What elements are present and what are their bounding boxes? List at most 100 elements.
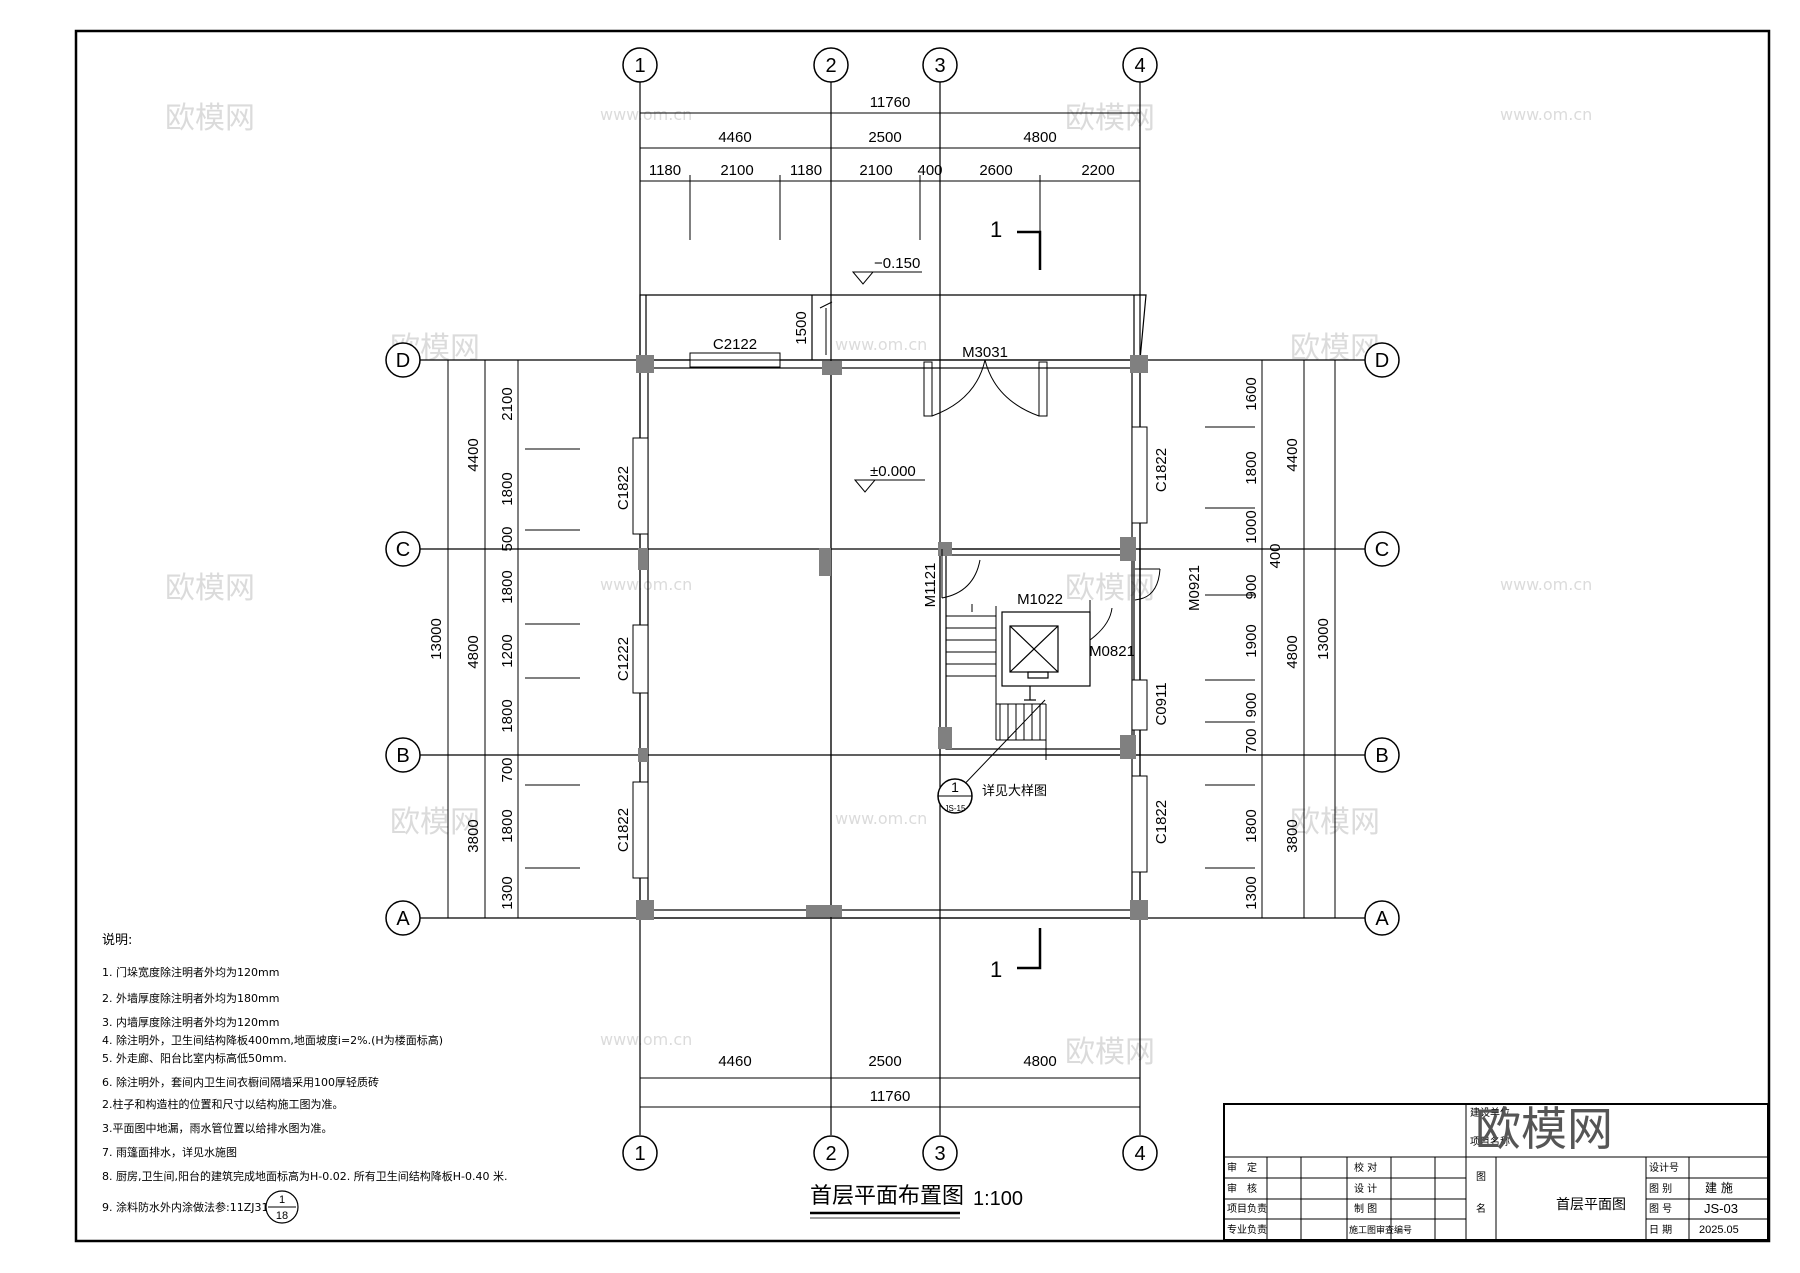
door-label: M1121 <box>922 563 939 608</box>
opening-labels: C2122 C1822 C1222 C1822 C1822 C0911 C182… <box>615 336 1203 852</box>
dim-left-total: 13000 <box>428 618 445 660</box>
dim-top-detail: 400 <box>917 162 942 179</box>
dim-right-detail: 1300 <box>1243 876 1260 909</box>
section-markers <box>1017 230 1042 970</box>
columns <box>636 355 1148 920</box>
dim-left-detail: 1800 <box>499 472 516 505</box>
door-label: M0821 <box>1089 643 1135 660</box>
tb-cell: 校 对 <box>1354 1161 1377 1174</box>
watermark-url: www.om.cn <box>600 1030 692 1049</box>
title-block <box>1223 1103 1769 1241</box>
dim-left-mid: 3800 <box>465 819 482 852</box>
watermark-brand: 欧模网 <box>165 571 255 606</box>
dim-top-mid: 4800 <box>1023 129 1056 146</box>
notes-heading: 说明: <box>102 933 132 948</box>
drawing-title: 首层平面布置图 1:100 <box>810 1184 1023 1219</box>
dim-top-total: 11760 <box>870 94 911 111</box>
watermark-url: www.om.cn <box>835 335 927 354</box>
watermark-url: www.om.cn <box>835 809 927 828</box>
notes-ref-top: 1 <box>279 1194 285 1206</box>
detail-ref-number: 1 <box>951 779 959 795</box>
drawing-scale: 1:100 <box>973 1188 1023 1210</box>
tb-cell: 审 定 <box>1227 1161 1257 1174</box>
dim-right-detail: 900 <box>1243 574 1260 599</box>
tb-cell: 施工图审查编号 <box>1349 1224 1412 1236</box>
watermark-brand: 欧模网 <box>1065 1035 1155 1070</box>
detail-ref-text: 详见大样图 <box>982 784 1047 799</box>
window-label: C1822 <box>615 808 632 852</box>
notes-ref-bottom: 18 <box>276 1210 288 1222</box>
note-item: 2.柱子和构造柱的位置和尺寸以结构施工图为准。 <box>102 1097 344 1111</box>
notes-ref-bubble: 1 18 <box>265 1190 299 1224</box>
tb-date-label: 日 期 <box>1649 1224 1672 1236</box>
window-label: C0911 <box>1153 682 1170 725</box>
tb-cell: 审 核 <box>1227 1182 1257 1195</box>
window-label: C1822 <box>615 466 632 510</box>
axis-label-row: A <box>1375 908 1389 930</box>
tb-cell: 专业负责 <box>1227 1223 1267 1236</box>
dim-right-detail: 1800 <box>1243 809 1260 842</box>
watermark-url: www.om.cn <box>1500 575 1592 594</box>
axis-label-col: 1 <box>634 1143 645 1165</box>
axis-labels: 1 2 3 4 1 2 3 4 D C B A D C B A <box>396 55 1390 1165</box>
axis-label-col: 3 <box>934 55 945 77</box>
dim-right-total: 13000 <box>1315 618 1332 660</box>
tb-date-value: 2025.05 <box>1699 1224 1739 1236</box>
drawing-title-text: 首层平面布置图 <box>810 1184 964 1209</box>
elevation-inside: ±0.000 <box>870 463 916 480</box>
title-block-text: 建设单位 项目名称 审 定 校 对 审 核 设 计 项目负责 制 图 专业负责 … <box>1227 1106 1739 1236</box>
window-label: C2122 <box>713 336 757 353</box>
tb-number-value: JS-03 <box>1704 1201 1738 1216</box>
axis-label-col: 4 <box>1134 1143 1145 1165</box>
watermark-brand: 欧模网 <box>165 101 255 136</box>
watermark-url: www.om.cn <box>1500 105 1592 124</box>
tb-cell: 制 图 <box>1354 1202 1377 1215</box>
dim-left-detail: 500 <box>499 526 516 551</box>
watermark-brand: 欧模网 <box>1065 571 1155 606</box>
detail-ref-sheet: JS-15 <box>945 804 966 813</box>
axis-label-col: 2 <box>825 55 836 77</box>
axis-label-row: D <box>396 350 410 372</box>
dim-top-detail: 2100 <box>720 162 753 179</box>
tb-sheet-name: 首层平面图 <box>1556 1197 1626 1213</box>
dim-right-mid: 4400 <box>1284 438 1301 471</box>
tb-ming: 名 <box>1476 1202 1486 1215</box>
axis-label-row: B <box>396 745 409 767</box>
door-label: M1022 <box>1017 591 1063 608</box>
door-label: M0921 <box>1186 565 1203 611</box>
dim-left-detail: 1800 <box>499 809 516 842</box>
dim-right-detail: 1800 <box>1243 451 1260 484</box>
dim-left-detail: 700 <box>499 757 516 782</box>
note-item: 4. 除注明外，卫生间结构降板400mm,地面坡度i=2%.(H为楼面标高) <box>102 1033 443 1047</box>
axis-label-row: A <box>396 908 410 930</box>
watermark-brand: 欧模网 <box>1065 101 1155 136</box>
tb-project-label: 项目名称 <box>1470 1135 1510 1148</box>
axis-label-row: C <box>1375 539 1389 561</box>
dim-left-detail: 1300 <box>499 876 516 909</box>
dim-top-detail: 1180 <box>649 162 681 179</box>
note-item: 7. 雨篷面排水，详见水施图 <box>102 1145 237 1159</box>
note-item: 3. 内墙厚度除注明者外均为120mm <box>102 1015 279 1029</box>
dimension-text-vertical: 13000 4400 4800 3800 2100 1800 500 1800 … <box>428 311 1332 909</box>
axis-label-col: 2 <box>825 1143 836 1165</box>
window-label: C1822 <box>1153 800 1170 844</box>
notes: 说明: 1. 门垛宽度除注明者外均为120mm 2. 外墙厚度除注明者外均为18… <box>102 933 507 1214</box>
elevator-shaft <box>1001 611 1091 701</box>
dim-right-detail: 900 <box>1243 692 1260 717</box>
dim-top-mid: 4460 <box>718 129 751 146</box>
dim-bottom-mid: 4800 <box>1023 1053 1056 1070</box>
note-item: 8. 厨房,卫生间,阳台的建筑完成地面标高为H-0.02. 所有卫生间结构降板H… <box>102 1169 507 1183</box>
window-label: C1222 <box>615 637 632 681</box>
dim-left-mid: 4800 <box>465 635 482 668</box>
dim-right-detail: 700 <box>1243 728 1260 753</box>
window-label: C1822 <box>1153 448 1170 492</box>
dim-left-detail: 1800 <box>499 699 516 732</box>
watermark-brand: 欧模网 <box>390 805 480 840</box>
dimension-lines <box>447 112 1336 1108</box>
dim-bottom-mid: 4460 <box>718 1053 751 1070</box>
elevation-markers: −0.150 ±0.000 <box>851 255 925 493</box>
axis-label-row: C <box>396 539 410 561</box>
brand-logo: 欧模网 <box>1475 1102 1613 1156</box>
tb-category-label: 图 别 <box>1649 1183 1672 1195</box>
